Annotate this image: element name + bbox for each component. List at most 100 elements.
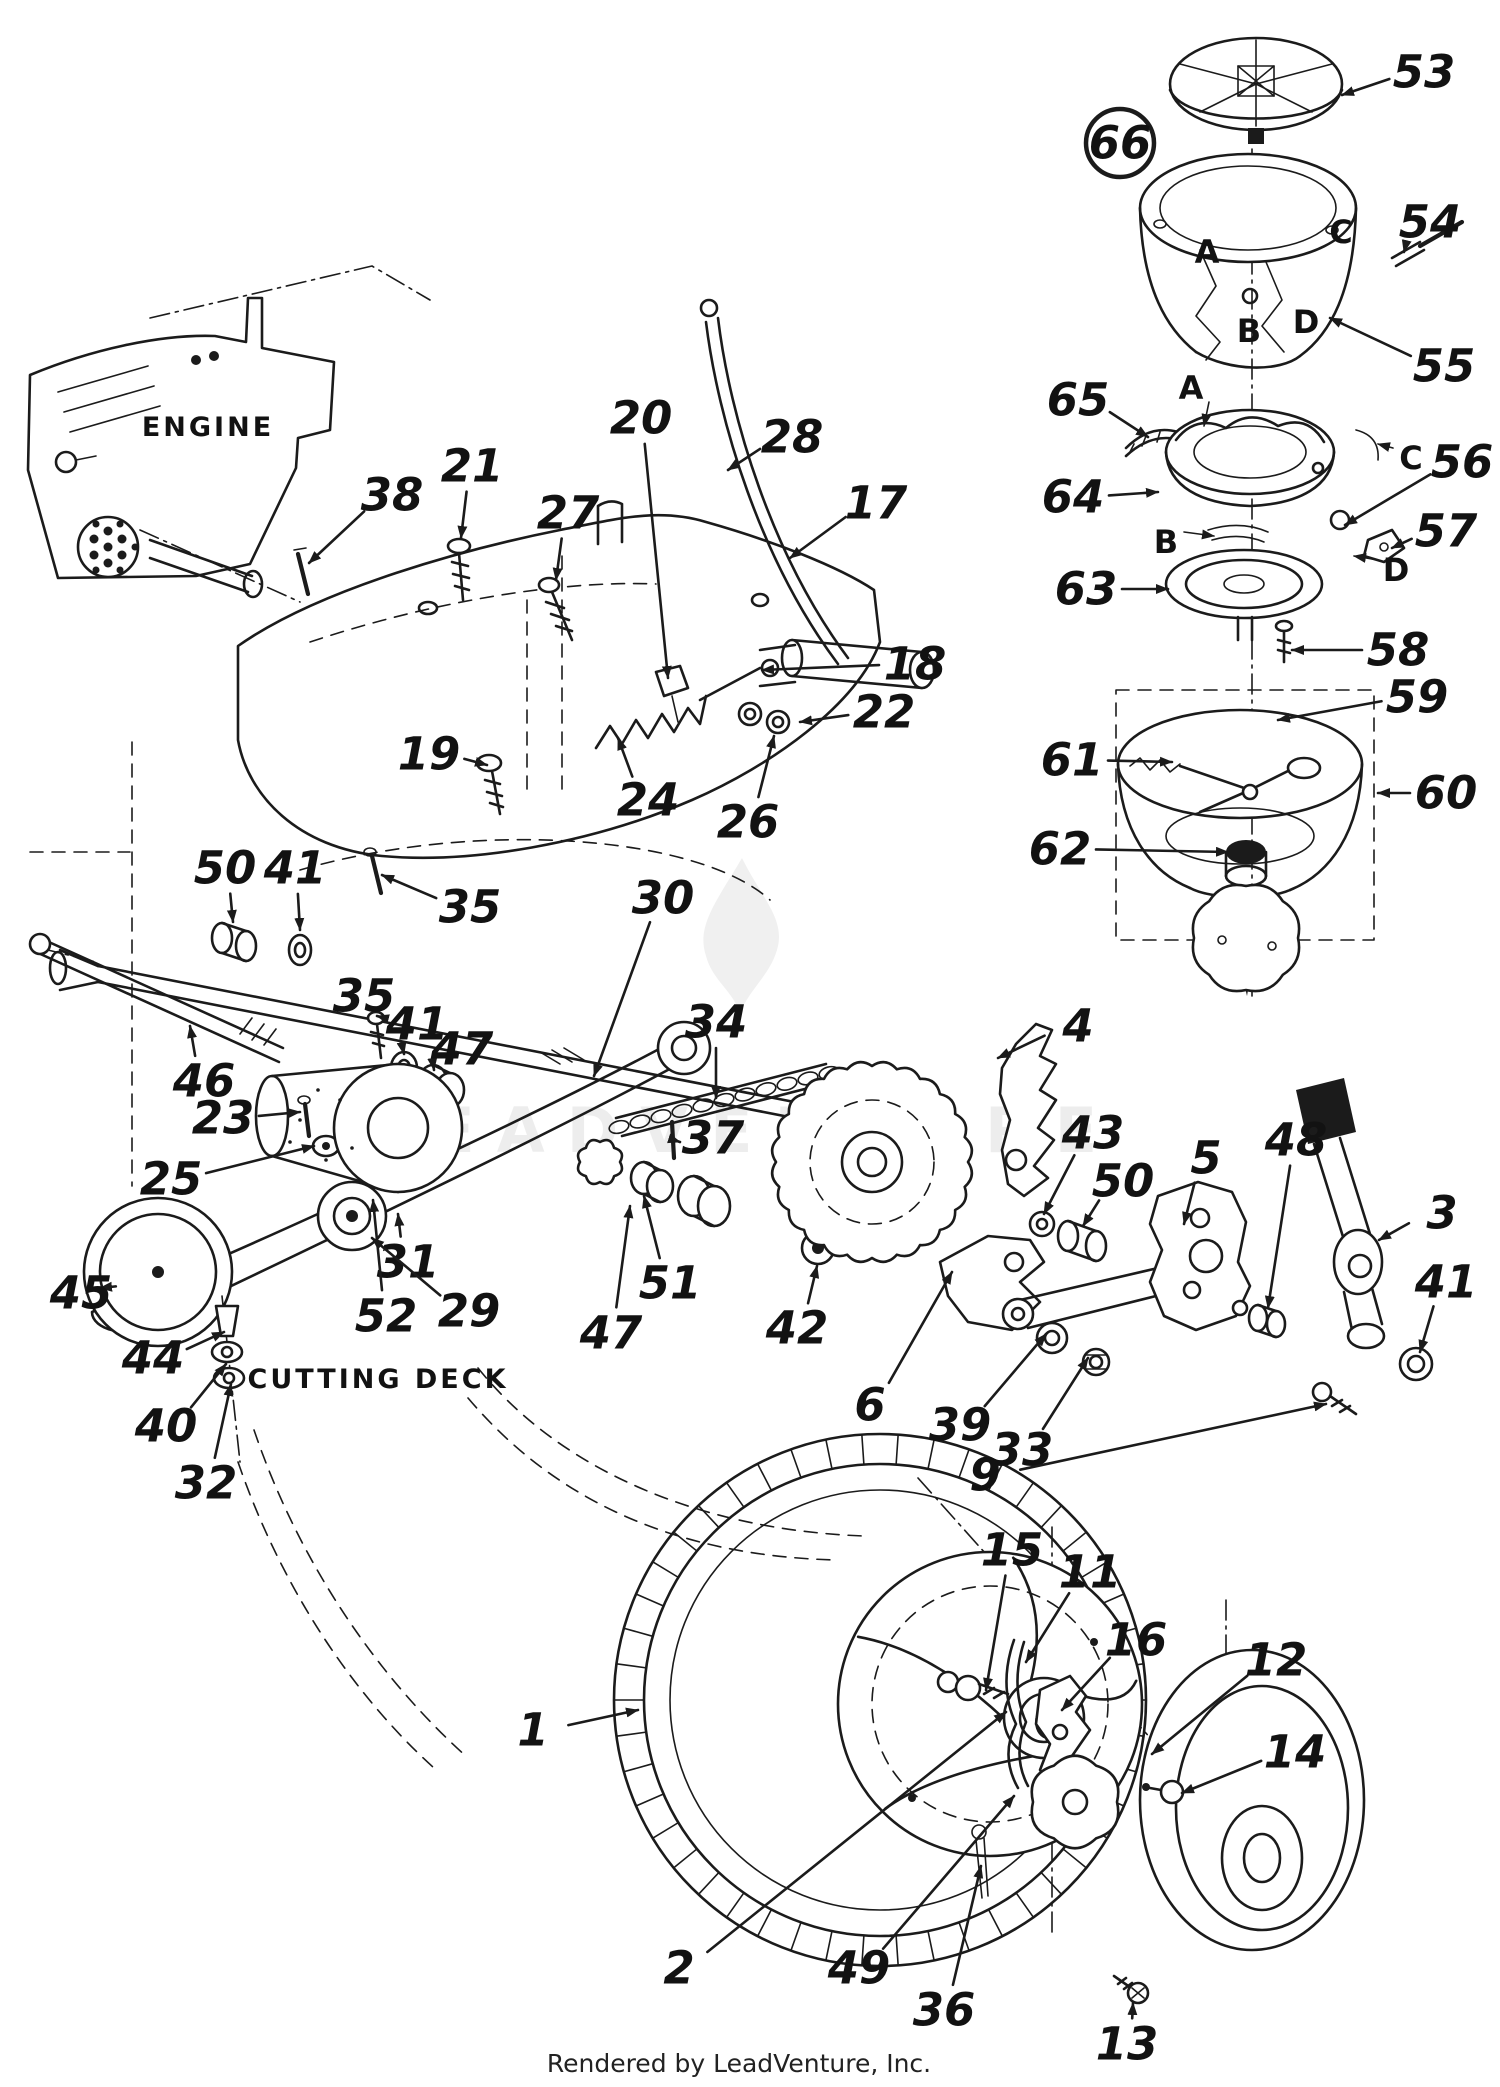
lever-assembly [1001, 1078, 1434, 1416]
callout-47-leader [427, 1057, 438, 1072]
callout-14: 14 [1264, 1726, 1327, 1779]
callout-42-leader [806, 1264, 820, 1305]
callout-9: 9 [969, 1449, 1000, 1502]
callout-31: 31 [377, 1236, 440, 1289]
callout-53: 53 [1393, 46, 1456, 99]
flame-watermark-icon [703, 858, 780, 1014]
callout-35-2-leader [375, 1014, 390, 1024]
callout-61: 61 [1041, 734, 1104, 787]
callout-43-leader [1042, 1153, 1076, 1216]
callout-56-leader [1343, 473, 1432, 527]
callout-64: 64 [1042, 471, 1105, 524]
callout-4: 4 [1061, 1000, 1093, 1053]
callout-17-leader [788, 515, 847, 560]
callout-32: 32 [175, 1457, 238, 1510]
callout-13-leader [1127, 2001, 1138, 2020]
callout-66-circle [1083, 106, 1157, 180]
callout-45: 45 [49, 1267, 113, 1320]
callout-50-2-leader [1081, 1199, 1101, 1228]
callout-33: 33 [991, 1424, 1054, 1477]
callout-38-leader [307, 510, 366, 565]
callout-2-leader [706, 1710, 1008, 1954]
callout-43: 43 [1061, 1107, 1125, 1160]
callout-6: 6 [854, 1379, 885, 1432]
blade-adapter [1191, 883, 1301, 993]
callout-21: 21 [441, 440, 504, 493]
callout-15-leader [983, 1574, 1007, 1692]
callout-50: 50 [194, 842, 257, 895]
callout-6-leader [887, 1270, 954, 1385]
callout-29: 29 [438, 1285, 501, 1338]
zone-letter-A: A [1195, 233, 1220, 271]
callout-36-leader [951, 1864, 984, 1987]
callout-65-leader [1108, 410, 1150, 439]
callout-3: 3 [1426, 1187, 1457, 1240]
callout-37: 37 [682, 1112, 745, 1165]
wheel-assembly [612, 1432, 1366, 2005]
callout-61-leader [1106, 756, 1174, 767]
callout-23: 23 [192, 1092, 255, 1145]
callout-23-leader [257, 1108, 302, 1119]
callout-19: 19 [398, 728, 461, 781]
callout-51-leader [642, 1194, 661, 1260]
callout-62-leader [1094, 846, 1230, 857]
callout-49: 49 [827, 1942, 891, 1995]
zone-letter-B-2-leader [1183, 529, 1215, 540]
zone-letter-D: D [1293, 303, 1320, 341]
callout-27: 27 [537, 487, 600, 540]
callout-38: 38 [361, 469, 424, 522]
zone-letter-D-2-leader [1353, 553, 1379, 563]
callout-65: 65 [1047, 374, 1110, 427]
callout-47-2-leader [615, 1204, 634, 1309]
procedural-shapes [576, 883, 1301, 1850]
callout-57: 57 [1415, 505, 1478, 558]
callout-24-leader [616, 736, 634, 778]
callout-15: 15 [981, 1524, 1044, 1577]
callout-19-leader [463, 757, 489, 767]
callout-63: 63 [1055, 563, 1118, 616]
engine-label: ENGINE [142, 412, 274, 443]
callout-25: 25 [140, 1153, 203, 1206]
clutch-stack-assembly [1115, 36, 1465, 996]
callout-29-leader [370, 1236, 442, 1297]
callout-50-2: 50 [1092, 1155, 1155, 1208]
callout-35-leader [380, 873, 438, 900]
callout-34: 34 [685, 996, 748, 1049]
callout-5: 5 [1190, 1132, 1221, 1185]
callout-46-leader [187, 1024, 197, 1058]
belt-drive [82, 1020, 712, 1463]
callout-12-leader [1150, 1674, 1249, 1756]
engine-vent-holes [89, 520, 139, 574]
callout-16: 16 [1105, 1614, 1168, 1667]
callout-49-leader [881, 1794, 1016, 1950]
callout-36: 36 [913, 1984, 976, 2037]
callout-59-leader [1276, 699, 1383, 723]
callout-60: 60 [1415, 767, 1478, 820]
callout-12: 12 [1245, 1634, 1308, 1687]
callout-64-leader [1107, 487, 1160, 498]
callout-47-2: 47 [579, 1307, 643, 1360]
callout-51: 51 [639, 1257, 702, 1310]
callout-56: 56 [1431, 436, 1494, 489]
callout-41-2-leader [396, 1041, 407, 1056]
callout-31-leader [394, 1212, 405, 1238]
callout-27-leader [552, 537, 563, 582]
callout-48-leader [1264, 1164, 1292, 1310]
callout-41: 41 [263, 842, 327, 895]
callout-48: 48 [1264, 1114, 1328, 1167]
callout-45-leader [98, 1281, 118, 1292]
callout-50-leader [226, 892, 237, 924]
callout-11-leader [1024, 1591, 1071, 1664]
callout-42: 42 [765, 1302, 829, 1355]
zone-letter-D-2: D [1383, 551, 1410, 589]
callout-37-leader [667, 1133, 682, 1144]
callout-52: 52 [355, 1290, 418, 1343]
callout-1-leader [567, 1707, 640, 1727]
callout-54-leader [1401, 239, 1412, 254]
cable-and-hardware [363, 298, 936, 896]
small-sprocket [576, 1138, 624, 1186]
callout-1: 1 [517, 1704, 548, 1757]
